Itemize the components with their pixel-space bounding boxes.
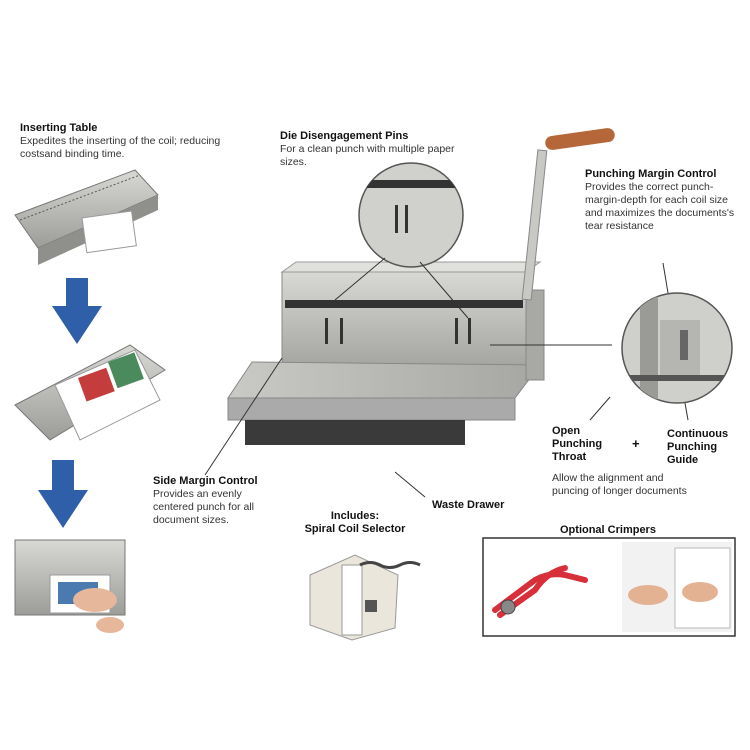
callout-lines <box>204 257 689 498</box>
side-margin-callout: Side Margin Control Provides an evenly c… <box>153 475 283 527</box>
die-pins-zoom-image <box>358 162 464 268</box>
coil-selector-image <box>309 554 421 641</box>
inserting-table-title: Inserting Table <box>20 122 98 134</box>
includes-title: Includes: <box>330 510 380 522</box>
crimper-hands-image <box>622 542 732 632</box>
continuous-guide-title: Continuous Punching Guide <box>667 428 729 466</box>
plus-sign: + <box>632 436 640 451</box>
includes-subtitle: Spiral Coil Selector <box>304 523 406 535</box>
inserting-table-callout: Inserting Table Expedites the inserting … <box>20 122 230 161</box>
die-pins-desc: For a clean punch with multiple paper si… <box>280 143 455 168</box>
inserting-table-image <box>14 169 159 265</box>
open-throat-title: Open Punching Throat <box>552 425 603 463</box>
document-insert-image <box>14 344 166 441</box>
punching-margin-title: Punching Margin Control <box>585 168 717 180</box>
die-pins-title: Die Disengagement Pins <box>280 130 409 142</box>
side-margin-title: Side Margin Control <box>153 475 258 487</box>
binding-machine-image <box>227 128 615 445</box>
arrow-down-icon <box>38 460 88 528</box>
punching-margin-desc: Provides the correct punch-margin-depth … <box>585 181 735 232</box>
waste-drawer-title: Waste Drawer <box>432 499 505 511</box>
punching-margin-callout: Punching Margin Control Provides the cor… <box>585 168 745 233</box>
optional-crimpers-title: Optional Crimpers <box>560 524 656 536</box>
punching-margin-zoom-image <box>621 292 733 404</box>
inserting-table-desc: Expedites the inserting of the coil; red… <box>20 135 221 160</box>
arrow-down-icon <box>52 278 102 344</box>
die-pins-callout: Die Disengagement Pins For a clean punch… <box>280 130 470 169</box>
hands-binding-image <box>14 539 126 633</box>
crimper-tool-image <box>492 565 588 618</box>
includes-callout: Includes: Spiral Coil Selector <box>290 510 420 536</box>
side-margin-desc: Provides an evenly centered punch for al… <box>153 488 254 526</box>
throat-desc: Allow the alignment and puncing of longe… <box>552 472 687 497</box>
